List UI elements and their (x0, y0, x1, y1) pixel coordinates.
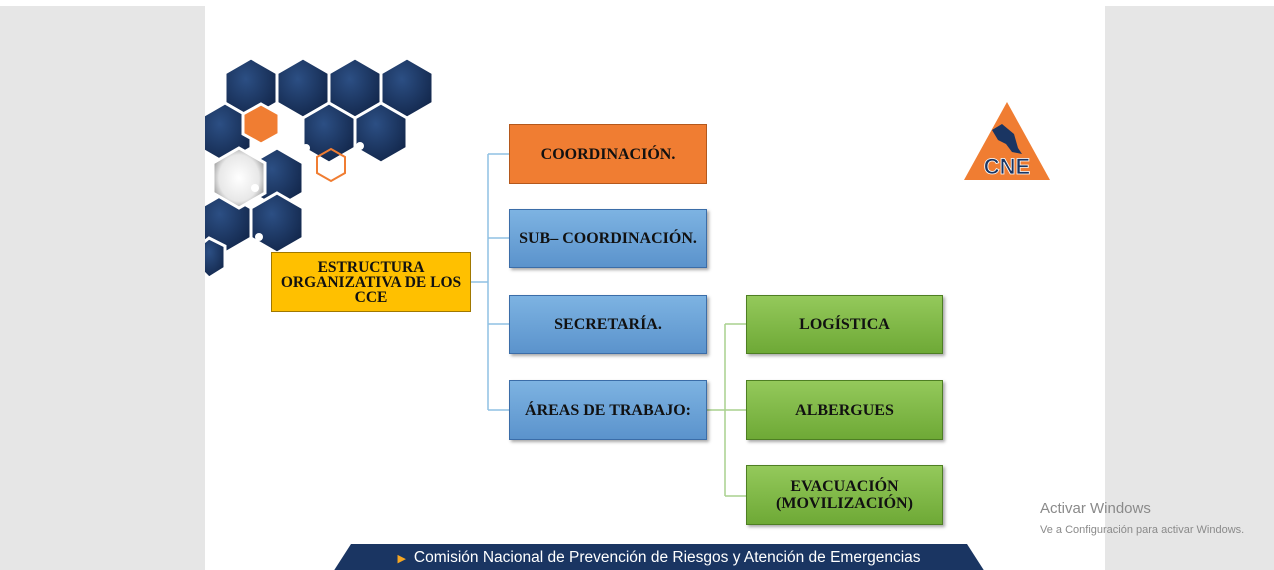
windows-activation-watermark: Activar Windows Ve a Configuración para … (1040, 500, 1244, 537)
costa-rica-map-icon (992, 124, 1022, 154)
cne-logo: CNE (964, 102, 1050, 180)
logo-text: CNE (984, 154, 1030, 179)
coordination-box: COORDINACIÓN. (509, 124, 707, 184)
presentation-slide: ESTRUCTURA ORGANIZATIVA DE LOS CCE COORD… (205, 6, 1105, 570)
hexagon-group (205, 56, 435, 280)
play-arrow-icon: ▶ (397, 552, 406, 565)
watermark-title: Activar Windows (1040, 500, 1151, 517)
hexagon-decoration (205, 56, 435, 280)
footer-band: ▶ Comisión Nacional de Prevención de Rie… (333, 544, 985, 570)
root-org-box: ESTRUCTURA ORGANIZATIVA DE LOS CCE (271, 252, 471, 312)
footer-text: Comisión Nacional de Prevención de Riesg… (413, 549, 921, 566)
work-areas-box: ÁREAS DE TRABAJO: (509, 380, 707, 440)
watermark-subtitle: Ve a Configuración para activar Windows. (1040, 524, 1245, 536)
connector-lines (471, 153, 746, 497)
logistics-box: LOGÍSTICA (746, 295, 943, 354)
secretary-box: SECRETARÍA. (509, 295, 707, 354)
sub-coordination-box: SUB– COORDINACIÓN. (509, 209, 707, 268)
evacuation-box: EVACUACIÓN (MOVILIZACIÓN) (746, 465, 943, 525)
shelters-box: ALBERGUES (746, 380, 943, 440)
viewer-top-strip (0, 0, 1274, 6)
